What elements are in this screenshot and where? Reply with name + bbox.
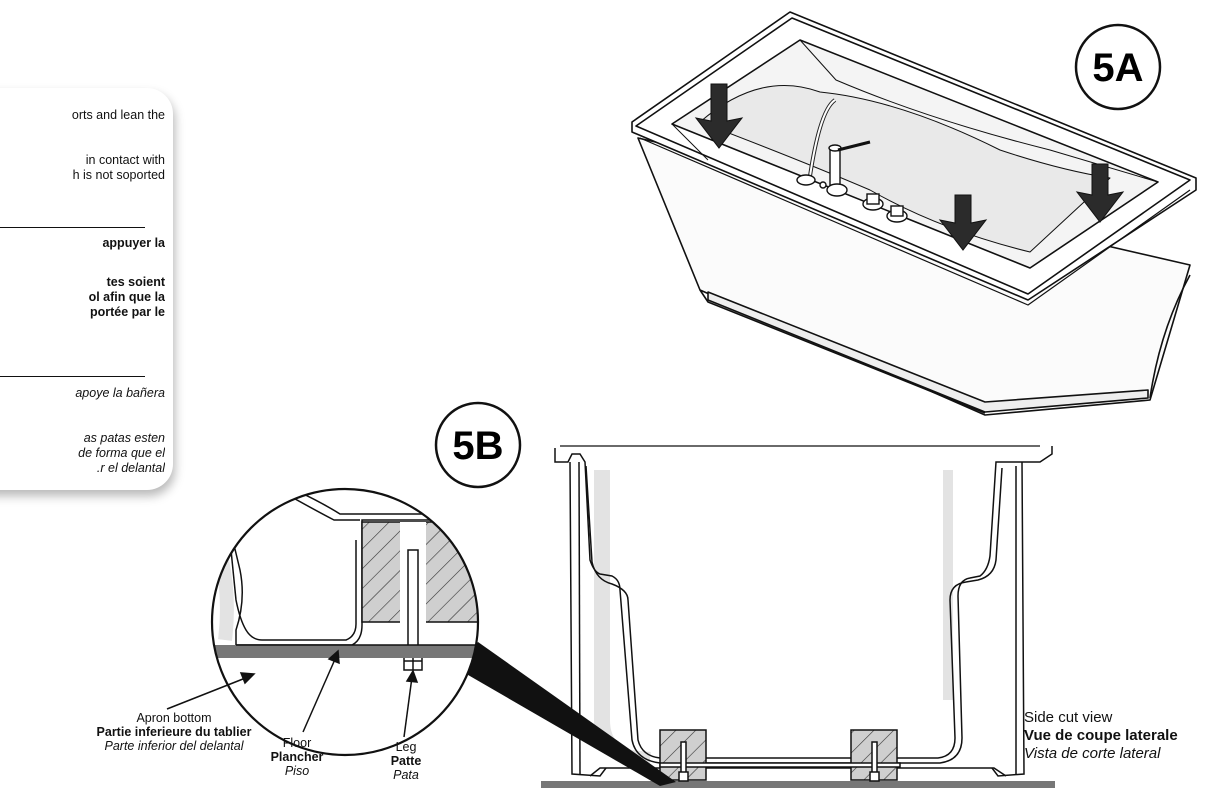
- callout-floor-fr: Plancher: [270, 750, 324, 764]
- leader-lines: [166, 649, 419, 738]
- instruction-en-2: in contact with: [85, 153, 165, 167]
- press-arrows: [694, 83, 1125, 251]
- instruction-fr-1: appuyer la: [102, 236, 165, 250]
- figure-5b-badge: [434, 401, 522, 489]
- floor-slab: [541, 781, 1055, 788]
- callout-floor: Floor Plancher Piso: [265, 736, 329, 793]
- tub-cross-section: [541, 445, 1055, 788]
- instruction-fr-3: ol afin que la: [88, 290, 165, 304]
- figure-5b-label: 5B: [452, 424, 503, 468]
- callout-leg-fr: Patte: [390, 754, 422, 768]
- instruction-fr-4: portée par le: [89, 305, 165, 319]
- instruction-es-2: as patas esten: [83, 431, 165, 445]
- zoom-detail: [210, 487, 480, 757]
- faucet-icon: [796, 98, 908, 223]
- instruction-es-4: r el delantal.: [96, 461, 165, 475]
- instruction-es-3: de forma que el: [78, 446, 165, 460]
- callout-apron-en: Apron bottom: [136, 711, 212, 725]
- callout-leg-en: Leg: [395, 740, 417, 754]
- callout-apron-bottom: Apron bottom Partie inferieure du tablie…: [88, 711, 260, 753]
- figure-5a-label: 5A: [1092, 46, 1143, 90]
- instruction-fr-2: tes soient: [106, 275, 165, 289]
- zoom-cone: [456, 642, 676, 786]
- instruction-en-3: h is not soported: [72, 168, 165, 182]
- divider-2: [0, 376, 145, 377]
- callout-leg-es: Pata: [393, 768, 419, 782]
- callout-view-en: Side cut view: [1024, 709, 1113, 726]
- callout-floor-en: Floor: [282, 736, 312, 750]
- callout-view-fr: Vue de coupe laterale: [1024, 727, 1178, 744]
- figure-5a-badge: [1074, 23, 1162, 111]
- down-arrow-icon: [938, 194, 988, 251]
- instruction-es-1: apoye la bañera: [75, 386, 165, 400]
- callout-apron-es: Parte inferior del delantal: [104, 739, 244, 753]
- callout-leg: Leg Patte Pata: [381, 740, 431, 782]
- tub-perspective: [631, 11, 1197, 416]
- callout-apron-fr: Partie inferieure du tablier: [96, 725, 252, 739]
- divider-1: [0, 227, 145, 228]
- instruction-en-1: orts and lean the: [71, 108, 165, 122]
- instruction-panel: orts and lean the in contact with h is n…: [0, 88, 173, 490]
- down-arrow-icon: [694, 83, 744, 149]
- callout-side-cut-view: Side cut view Vue de coupe laterale Vist…: [1024, 709, 1178, 763]
- callout-floor-es: Piso: [284, 764, 310, 778]
- callout-view-es: Vista de corte lateral: [1024, 745, 1161, 762]
- down-arrow-icon: [1075, 163, 1125, 223]
